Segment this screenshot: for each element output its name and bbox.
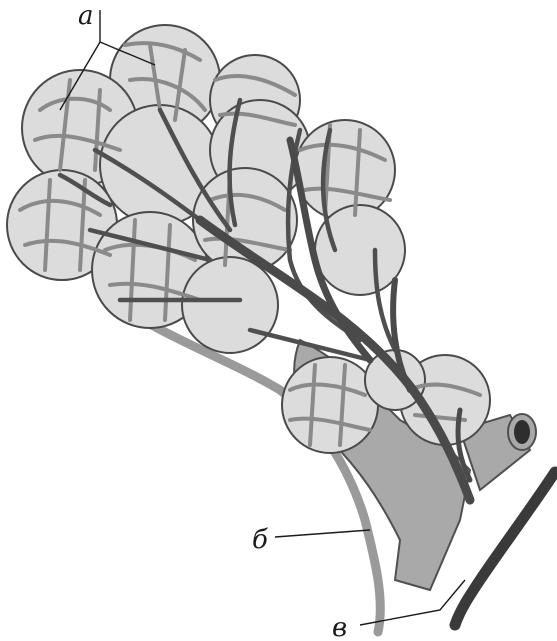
leader-b — [275, 530, 370, 537]
alveolus — [182, 257, 278, 353]
alveolus — [295, 120, 395, 220]
alveolus — [282, 357, 378, 453]
label-v: в — [332, 613, 347, 641]
label-a: а — [78, 1, 94, 31]
label-b: б — [252, 525, 268, 555]
